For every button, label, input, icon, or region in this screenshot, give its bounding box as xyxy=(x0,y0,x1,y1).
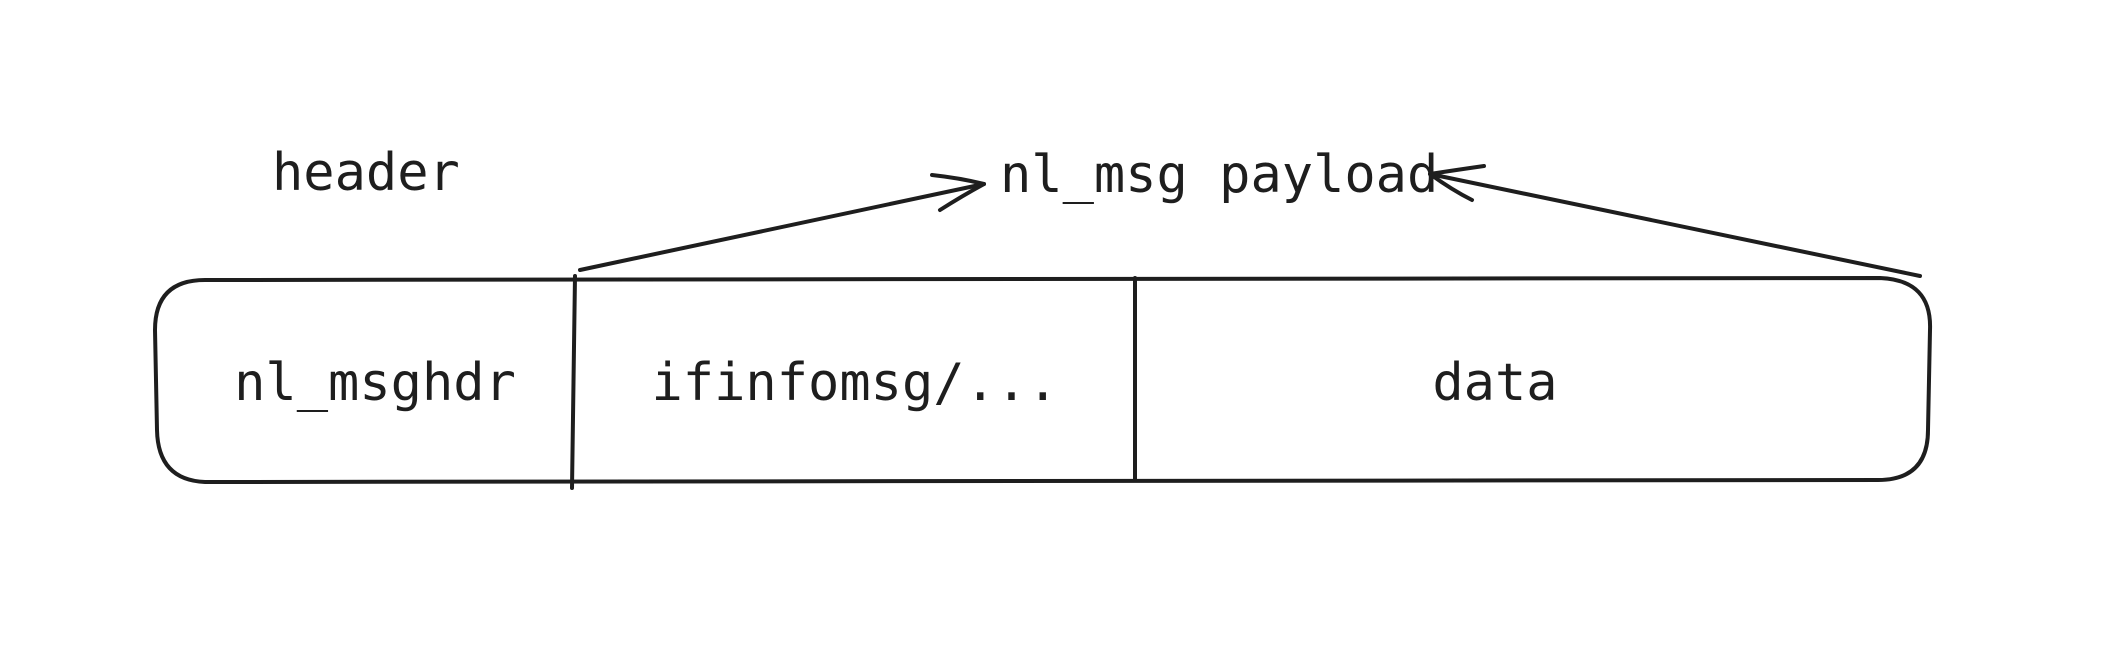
arrow-left-to-payload xyxy=(578,173,986,272)
header-label: header xyxy=(272,143,460,203)
divider-header-payload xyxy=(570,274,577,490)
segment-nl-msghdr: nl_msghdr xyxy=(234,353,516,413)
segment-ifinfomsg: ifinfomsg/... xyxy=(652,353,1059,413)
segment-data: data xyxy=(1432,353,1557,413)
message-box-outline xyxy=(153,276,1933,484)
arrowhead-left xyxy=(930,173,986,212)
payload-label: nl_msg payload xyxy=(1000,145,1438,205)
arrow-right-to-payload xyxy=(1428,164,1922,278)
arrowhead-right xyxy=(1428,164,1486,202)
